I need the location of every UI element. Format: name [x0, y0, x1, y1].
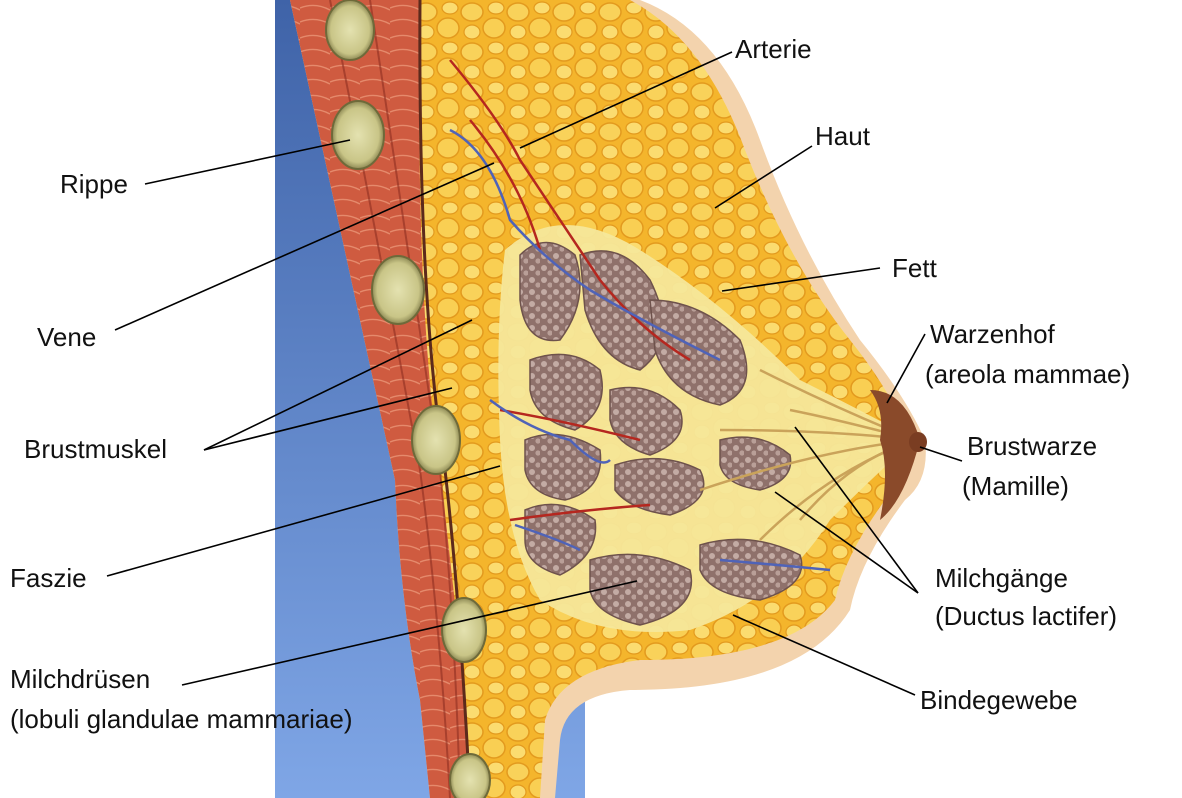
label-fett: Fett [892, 252, 937, 284]
label-warzenhof: Warzenhof [930, 318, 1055, 350]
label-milchgaenge-latin: (Ductus lactifer) [935, 600, 1117, 632]
label-bindegewebe: Bindegewebe [920, 684, 1078, 716]
label-arterie: Arterie [735, 33, 812, 65]
label-faszie: Faszie [10, 562, 87, 594]
label-milchdruesen-latin: (lobuli glandulae mammariae) [10, 703, 353, 735]
label-haut: Haut [815, 120, 870, 152]
label-brustwarze-latin: (Mamille) [962, 470, 1069, 502]
label-milchdruesen: Milchdrüsen [10, 663, 150, 695]
label-vene: Vene [37, 321, 96, 353]
label-rippe: Rippe [60, 168, 128, 200]
label-warzenhof-latin: (areola mammae) [925, 358, 1130, 390]
label-brustmuskel: Brustmuskel [24, 433, 167, 465]
label-brustwarze: Brustwarze [967, 430, 1097, 462]
label-milchgaenge: Milchgänge [935, 562, 1068, 594]
